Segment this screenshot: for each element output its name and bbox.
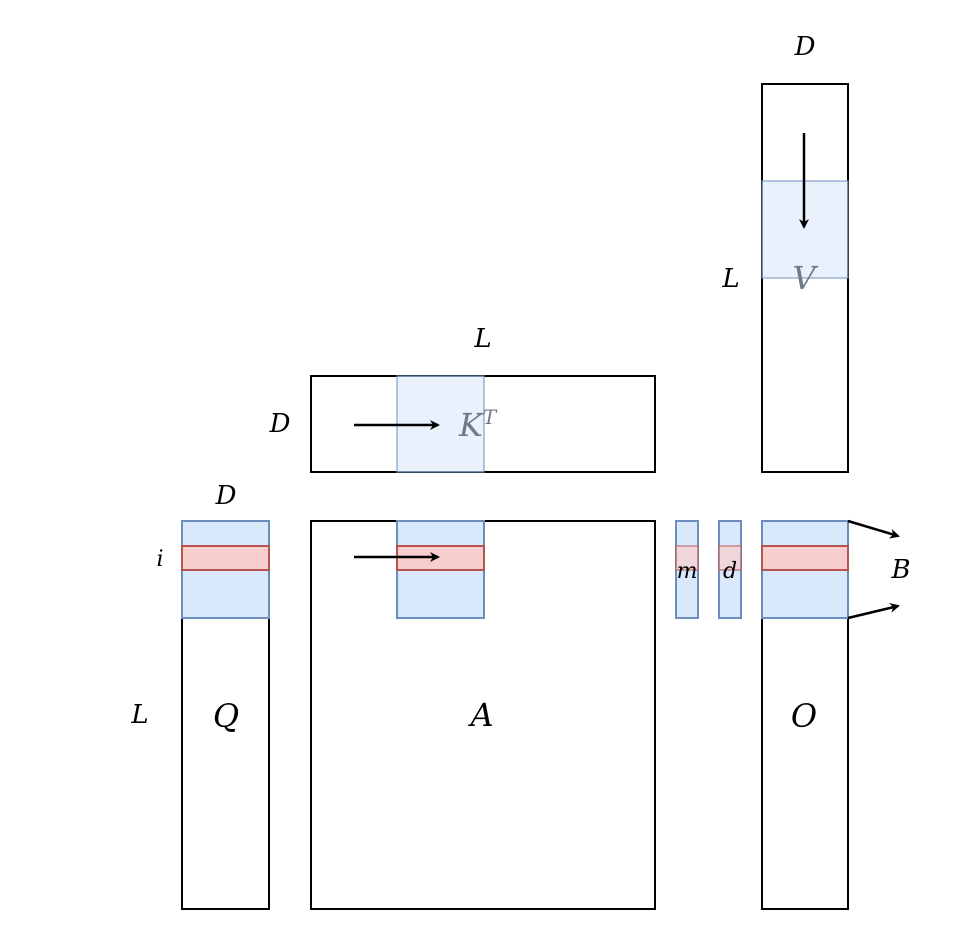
q-width-label: D [215,481,237,511]
d-row-i [718,545,742,571]
q-height-label: L [130,700,148,730]
q-matrix: D L i Q [130,481,270,910]
m-vector: m [675,520,699,619]
kt-matrix: L D KT [269,324,656,473]
o-row-i [761,545,849,571]
v-height-label: L [721,264,739,294]
a-matrix: A [310,520,656,910]
m-row-i [675,545,699,571]
v-matrix: D L V [721,32,849,473]
kt-rows-label: D [269,409,291,439]
v-matrix-label: V [792,259,818,297]
o-batch-label: B [890,555,910,585]
a-matrix-label: A [467,696,493,734]
o-matrix-label: O [791,697,817,735]
q-row-i [181,545,270,571]
q-row-label: i [156,547,163,572]
kt-cols-label: L [473,324,491,354]
o-top-out-arrow [847,519,900,539]
q-matrix-label: Q [213,697,239,735]
v-width-label: D [794,32,816,62]
m-vector-label: m [677,559,698,584]
o-bottom-out-arrow [847,603,900,620]
d-vector: d [718,520,742,619]
o-matrix: B O [761,519,911,910]
d-vector-label: d [723,559,737,584]
kt-matrix-label: KT [458,405,498,444]
